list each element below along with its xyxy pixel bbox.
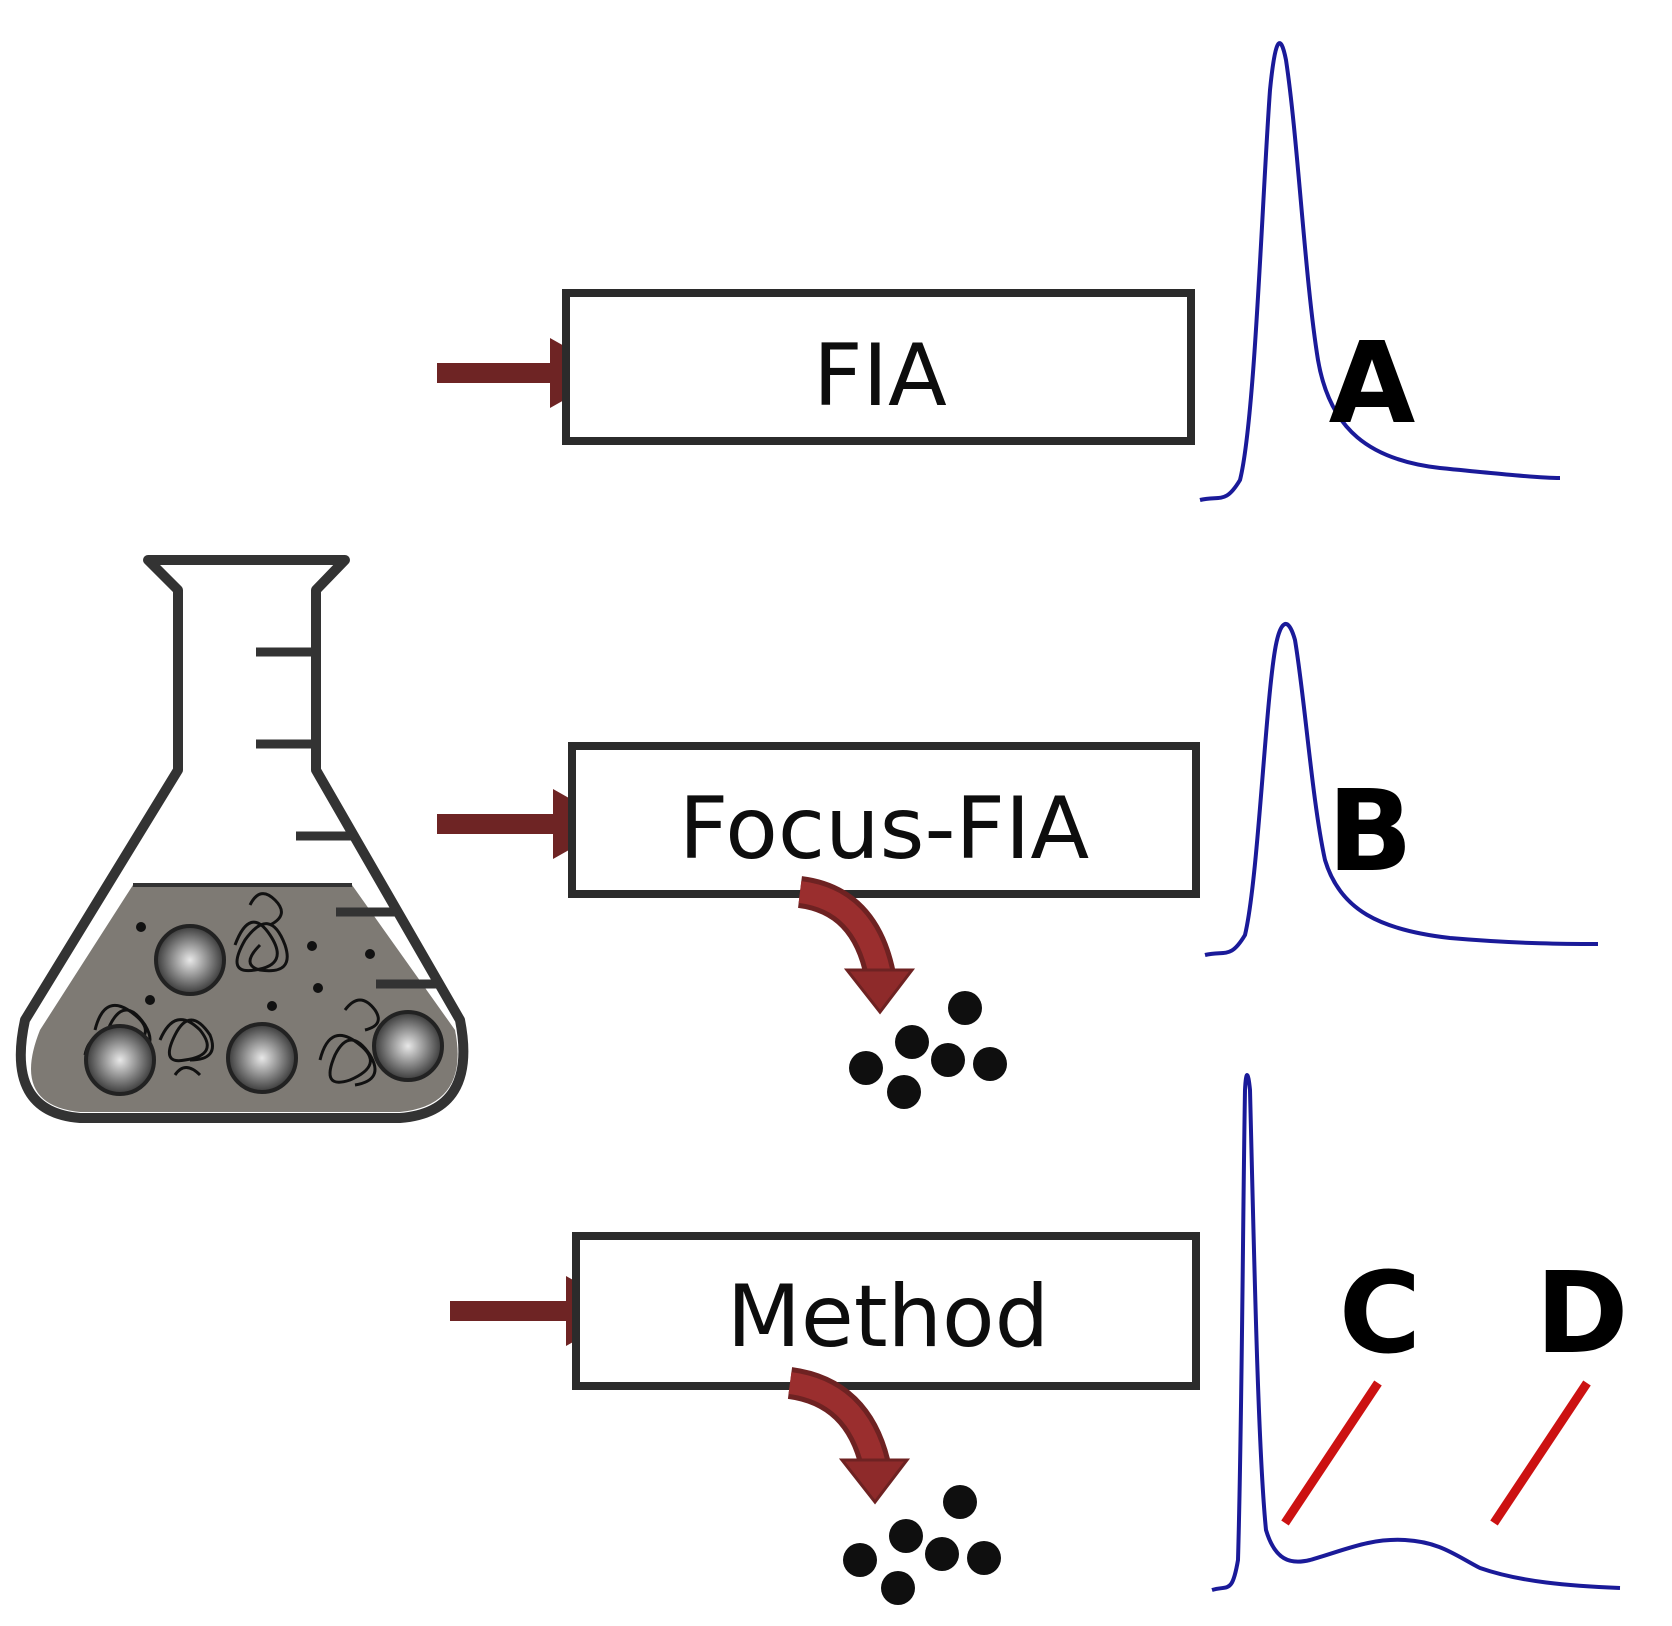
signal-trace-a [1199,41,1561,502]
marker-c [1281,1380,1382,1526]
flask-outline [15,555,469,1123]
signal-trace-c [1211,1073,1621,1592]
particle-sphere [372,1010,444,1082]
particles-icon [843,1485,1001,1605]
particle-sphere [226,1022,298,1094]
removal-arrow-1 [797,876,916,1015]
peak-letter-a: A [1329,319,1416,449]
stage-box-method: Method [572,1232,1200,1390]
peak-letter-b: B [1327,767,1412,897]
stage-box-focus-fia: Focus-FIA [568,742,1200,898]
particles-icon [849,991,1007,1109]
stage-box-fia: FIA [562,289,1195,445]
peak-letter-c: C [1339,1249,1421,1379]
stage-label: Focus-FIA [679,779,1089,879]
marker-d [1490,1380,1591,1526]
particle-sphere [84,1024,156,1096]
particle-sphere [154,924,226,996]
stage-label: FIA [813,326,947,426]
peak-letter-d: D [1536,1249,1629,1379]
flask-icon [15,555,469,1123]
signal-trace-b [1204,622,1599,957]
small-particles [136,922,375,1011]
removal-arrow-2 [787,1367,911,1505]
stage-label: Method [727,1267,1050,1367]
